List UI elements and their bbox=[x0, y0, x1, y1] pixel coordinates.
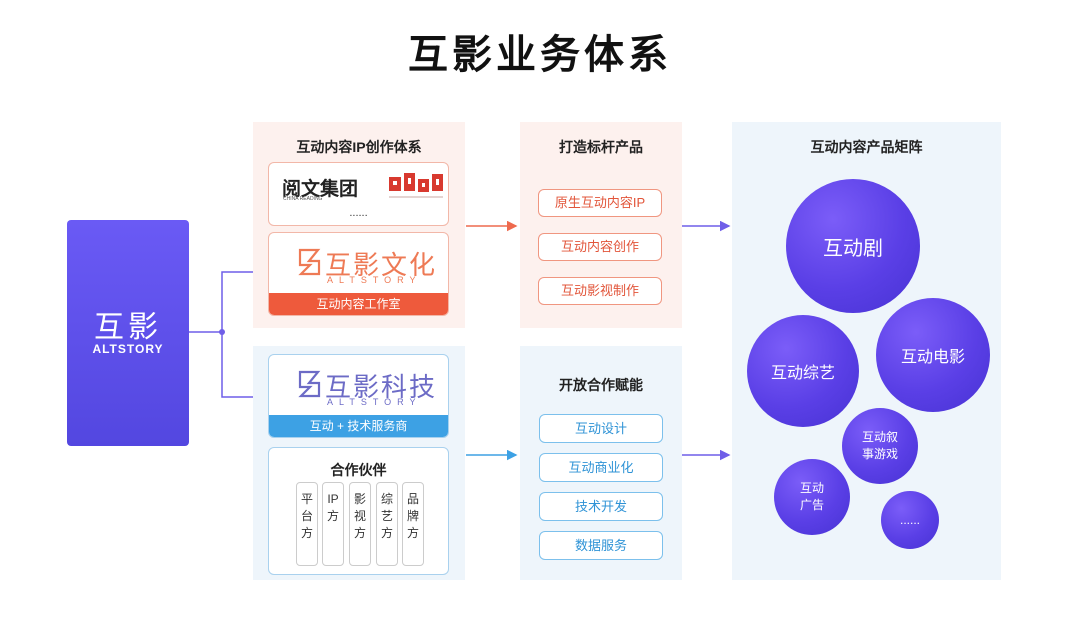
partners-title: 合作伙伴 bbox=[330, 462, 387, 478]
matrix-panel: 互动内容产品矩阵 互动剧 互动综艺 互动电影 互动叙事游戏 互动广告 .....… bbox=[732, 122, 1001, 580]
product-item-creation: 互动内容创作 bbox=[538, 233, 662, 261]
open-panel: 开放合作赋能 互动设计 互动商业化 技术开发 数据服务 bbox=[520, 346, 682, 580]
tech-logo: 互影科技 bbox=[325, 372, 438, 402]
bubble-variety: 互动综艺 bbox=[747, 315, 859, 427]
bubble-drama: 互动剧 bbox=[786, 179, 920, 313]
arrow-to-tech bbox=[221, 332, 270, 403]
products-panel-title: 打造标杆产品 bbox=[559, 139, 643, 155]
open-item-data: 数据服务 bbox=[539, 531, 663, 560]
tech-label: 互动 + 技术服务商 bbox=[269, 415, 448, 437]
matrix-panel-title: 互动内容产品矩阵 bbox=[810, 139, 923, 155]
products-panel: 打造标杆产品 原生互动内容IP 互动内容创作 互动影视制作 bbox=[520, 122, 682, 328]
china-reading-sub: CHINA READING bbox=[283, 196, 323, 202]
altstory-brand-block: 互影 ALTSTORY bbox=[67, 220, 189, 446]
bubble-narrative-game: 互动叙事游戏 bbox=[842, 408, 918, 484]
tech-logo-sub: ALTSTORY bbox=[327, 397, 422, 407]
partner-ellipsis: ...... bbox=[349, 207, 368, 219]
open-item-design: 互动设计 bbox=[539, 414, 663, 443]
open-item-commerce: 互动商业化 bbox=[539, 453, 663, 482]
partner-brand: 品牌方 bbox=[402, 482, 424, 566]
partner-film: 影视方 bbox=[349, 482, 371, 566]
altstory-logo-icon bbox=[298, 248, 321, 276]
tech-panel: 互影科技 ALTSTORY 互动 + 技术服务商 合作伙伴 平台方 IP方 影视… bbox=[253, 346, 465, 580]
bubble-movie: 互动电影 bbox=[876, 298, 990, 412]
altstory-tech-logo-icon bbox=[298, 370, 321, 398]
ip-creation-panel: 互动内容IP创作体系 阅文集团 CHINA READING ...... 互影文… bbox=[253, 122, 465, 328]
partners-card: 合作伙伴 平台方 IP方 影视方 综艺方 品牌方 bbox=[268, 447, 449, 575]
page-title: 互影业务体系 bbox=[408, 33, 672, 77]
partner-platform: 平台方 bbox=[296, 482, 318, 566]
bubble-ad: 互动广告 bbox=[774, 459, 850, 535]
brand-en: ALTSTORY bbox=[92, 342, 164, 356]
partner-logo-card: 阅文集团 CHINA READING ...... bbox=[268, 162, 449, 226]
studio-logo-sub: ALTSTORY bbox=[327, 275, 422, 285]
open-item-tech: 技术开发 bbox=[539, 492, 663, 521]
product-item-ip: 原生互动内容IP bbox=[538, 189, 662, 217]
partner-ip: IP方 bbox=[322, 482, 344, 566]
product-item-film: 互动影视制作 bbox=[538, 277, 662, 305]
studio-label: 互动内容工作室 bbox=[269, 293, 448, 315]
arrow-to-studio bbox=[221, 266, 270, 332]
studio-logo: 互影文化 bbox=[325, 250, 438, 280]
tech-card: 互影科技 ALTSTORY 互动 + 技术服务商 bbox=[268, 354, 449, 438]
studio-card: 互影文化 ALTSTORY 互动内容工作室 bbox=[268, 232, 449, 316]
partner-seal-icon bbox=[389, 173, 443, 198]
bubble-more: ...... bbox=[881, 491, 939, 549]
china-reading-logo: 阅文集团 bbox=[282, 179, 359, 200]
open-panel-title: 开放合作赋能 bbox=[559, 377, 643, 393]
ip-panel-title: 互动内容IP创作体系 bbox=[296, 139, 422, 155]
partner-variety: 综艺方 bbox=[376, 482, 398, 566]
brand-name: 互影 bbox=[94, 311, 162, 344]
